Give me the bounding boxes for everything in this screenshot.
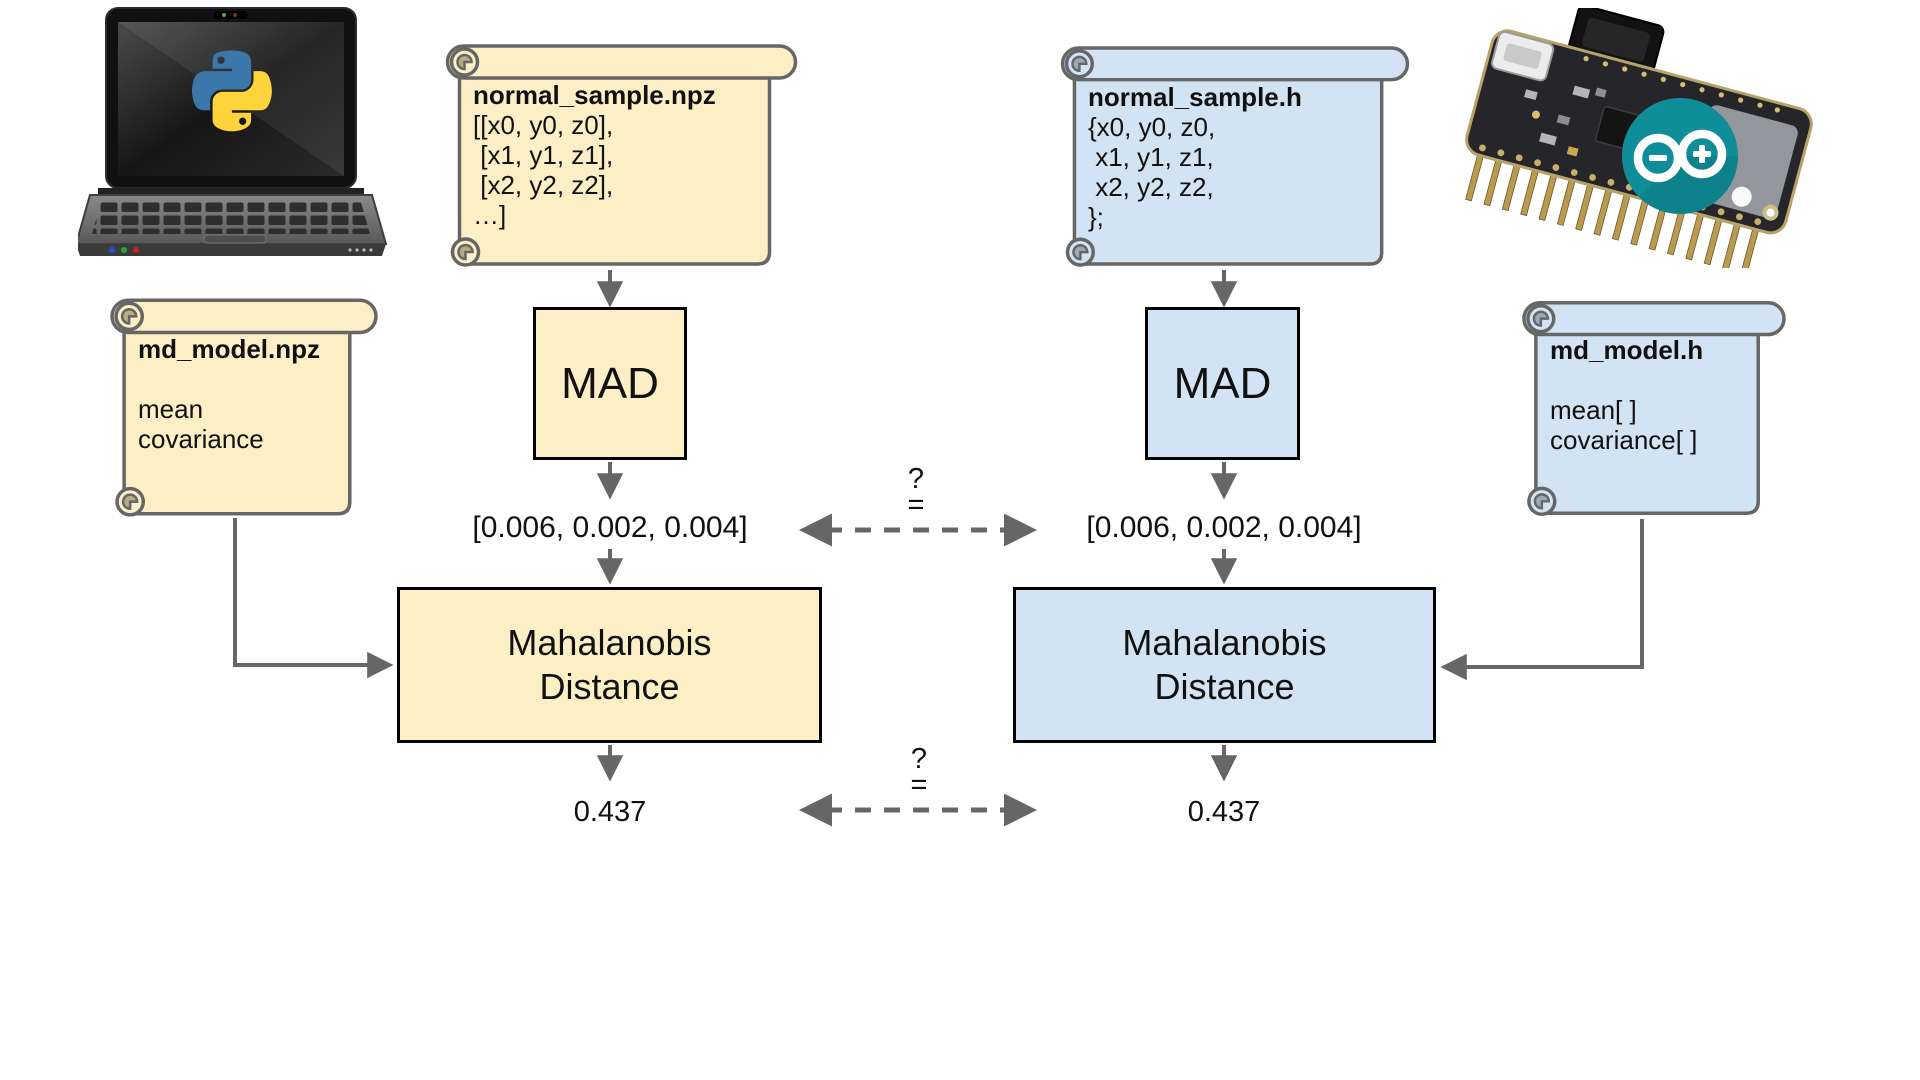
- question-equals-label-distance: ? =: [889, 743, 949, 801]
- file-content-line: …]: [473, 200, 507, 230]
- mad-box-arduino: MAD: [1145, 307, 1300, 460]
- top-pads: [1583, 56, 1780, 113]
- equals-sign: =: [907, 489, 925, 521]
- scroll-paper-shape: [1522, 301, 1786, 516]
- python-laptop-illustration: [74, 6, 390, 264]
- file-content-line: covariance[ ]: [1550, 425, 1698, 455]
- file-content-line: [x1, y1, z1],: [473, 140, 614, 170]
- file-title: normal_sample.h: [1088, 82, 1302, 112]
- scroll-paper-shape: [445, 44, 798, 267]
- mad-box-label: MAD: [561, 358, 659, 408]
- file-content-line: {x0, y0, z0,: [1088, 112, 1216, 142]
- scroll-md-model-npz: md_model.npz mean covariance: [108, 296, 380, 518]
- mahalanobis-box-arduino: Mahalanobis Distance: [1013, 587, 1436, 743]
- scroll-normal-sample-h: normal_sample.h {x0, y0, z0, x1, y1, z1,…: [1058, 44, 1412, 268]
- arduino-board-illustration: [1450, 4, 1845, 276]
- arduino-logo-icon: [1622, 98, 1738, 214]
- mahalanobis-box-label: Mahalanobis Distance: [1122, 622, 1327, 707]
- file-content-line: };: [1088, 202, 1104, 232]
- question-equals-label-mad: ? =: [886, 463, 946, 521]
- file-content-line: [[x0, y0, z0],: [473, 110, 614, 140]
- mad-output-python: [0.006, 0.002, 0.004]: [472, 511, 748, 544]
- mad-box-python: MAD: [533, 307, 687, 460]
- file-content-line: [x2, y2, z2],: [473, 170, 614, 200]
- file-title: md_model.h: [1550, 335, 1704, 365]
- file-content-line: x2, y2, z2,: [1088, 172, 1214, 202]
- question-mark: ?: [907, 463, 925, 495]
- file-content-line: covariance: [138, 424, 264, 454]
- file-content-line: x1, y1, z1,: [1088, 142, 1214, 172]
- python-logo-icon: [191, 50, 272, 132]
- distance-result-python: 0.437: [573, 796, 647, 828]
- distance-result-arduino: 0.437: [1187, 796, 1261, 828]
- scroll-normal-sample-npz: normal_sample.npz [[x0, y0, z0], [x1, y1…: [443, 42, 800, 268]
- file-content-line: [1550, 365, 1703, 395]
- file-content-line: mean[ ]: [1550, 395, 1637, 425]
- micro-usb-port: [1490, 30, 1555, 82]
- question-mark: ?: [910, 743, 928, 775]
- file-content-line: [138, 364, 320, 394]
- equals-sign: =: [910, 769, 928, 801]
- file-content-line: mean: [138, 394, 204, 424]
- scroll-paper-shape: [1060, 46, 1410, 267]
- header-pins: [1465, 152, 1760, 276]
- scroll-paper-shape: [110, 298, 378, 517]
- mad-box-label: MAD: [1173, 358, 1272, 408]
- scroll-md-model-h: md_model.h mean[ ] covariance[ ]: [1520, 297, 1788, 519]
- file-title: md_model.npz: [138, 334, 321, 364]
- mad-output-arduino: [0.006, 0.002, 0.004]: [1086, 511, 1362, 544]
- laptop-keyboard: [74, 188, 388, 256]
- arrow-model-to-distance-python: [233, 518, 394, 679]
- mahalanobis-box-label: Mahalanobis Distance: [507, 622, 712, 707]
- arrow-model-to-distance-arduino: [1440, 519, 1644, 681]
- file-title: normal_sample.npz: [473, 80, 716, 110]
- mahalanobis-box-python: Mahalanobis Distance: [397, 587, 822, 743]
